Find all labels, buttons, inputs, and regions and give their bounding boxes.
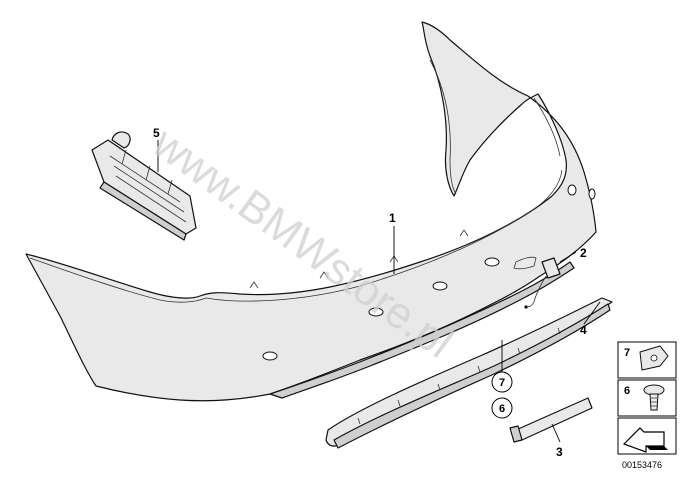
circled-references: 7 6 bbox=[491, 371, 513, 419]
parking-sensor-holes bbox=[262, 184, 596, 361]
sensor-with-cable bbox=[524, 257, 561, 309]
rear-bumper-panel bbox=[25, 21, 597, 402]
expanding-rivet-icon bbox=[643, 384, 665, 411]
reflector-bracket bbox=[91, 131, 197, 241]
fastener-legend: 7 6 00153476 bbox=[617, 341, 677, 470]
callout-5: 5 bbox=[153, 126, 160, 140]
circled-ref-6: 6 bbox=[499, 403, 505, 415]
legend-label-7: 7 bbox=[624, 347, 630, 359]
callout-3: 3 bbox=[556, 445, 563, 459]
legend-label-6: 6 bbox=[624, 385, 630, 397]
trim-strip bbox=[509, 397, 593, 443]
document-number: 00153476 bbox=[622, 460, 662, 470]
callout-2: 2 bbox=[580, 246, 587, 260]
callout-4: 4 bbox=[580, 323, 587, 337]
callout-labels: 1 2 3 4 5 bbox=[153, 126, 587, 459]
callout-1: 1 bbox=[389, 211, 396, 225]
direction-arrow-icon bbox=[622, 427, 668, 453]
leader-lines bbox=[157, 140, 601, 443]
speed-nut-icon bbox=[639, 345, 669, 371]
circled-ref-7: 7 bbox=[499, 377, 505, 389]
lower-diffuser bbox=[325, 297, 613, 449]
